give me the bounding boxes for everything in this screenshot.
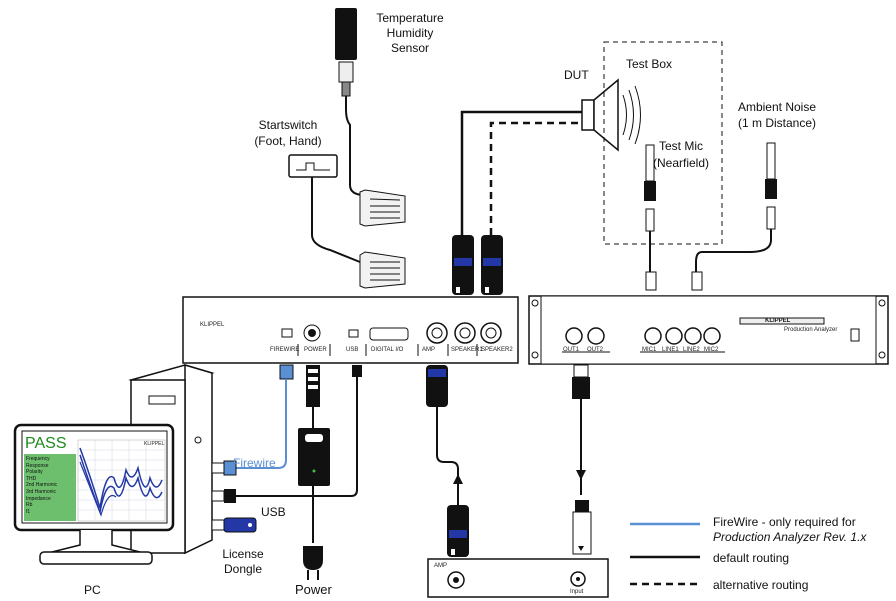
- screen-test-item: THD: [26, 475, 37, 482]
- legend-default-text: default routing: [713, 551, 790, 565]
- port-label-mic1: MIC1: [642, 347, 657, 353]
- screen-test-item: Rb: [26, 502, 33, 509]
- ambient-mic-icon: [691, 142, 777, 291]
- sensor-label-line2: Humidity: [386, 26, 434, 40]
- sensor-label-line3: Sensor: [390, 41, 430, 55]
- port-label-mic2: MIC2: [704, 347, 719, 353]
- test-mic-icon: [644, 144, 657, 291]
- temperature-sensor-icon: [335, 8, 366, 196]
- sensor-label: Temperature Humidity Sensor: [360, 11, 460, 55]
- port-label-out1: OUT1: [563, 347, 580, 353]
- license-label-line1: License: [222, 547, 264, 561]
- speakon-connector-1: [452, 235, 474, 295]
- port-label-line2: LINE2: [683, 347, 700, 353]
- speakon-connector-2: [481, 235, 503, 295]
- pc-firewire-plug: [211, 460, 237, 476]
- license-dongle-label: License Dongle: [208, 547, 278, 576]
- test-mic-label-line1: Test Mic: [658, 139, 703, 153]
- screen-test-list: Frequency Response Polarity THD 2nd Harm…: [26, 456, 57, 515]
- ambient-label-line1: Ambient Noise: [737, 100, 817, 114]
- port-label-digital-io: DIGITAL I/O: [371, 347, 404, 353]
- ambient-label: Ambient Noise (1 m Distance): [727, 100, 827, 130]
- legend-firewire-line2: Production Analyzer Rev. 1.x: [713, 530, 867, 544]
- screen-test-item: Frequency: [26, 456, 50, 462]
- port-label-firewire: FIREWIRE: [270, 347, 300, 353]
- firewire-label: Firewire: [233, 456, 276, 470]
- screen-test-item: Impedance: [26, 495, 51, 502]
- amp-cable: [426, 365, 469, 557]
- license-dongle-icon: [211, 517, 257, 533]
- test-mic-label-line2: (Nearfield): [652, 156, 709, 170]
- monitor-icon: [13, 423, 175, 565]
- port-label-usb: USB: [346, 347, 359, 353]
- test-box-frame: [603, 41, 723, 245]
- ambient-label-line2: (1 m Distance): [737, 116, 817, 130]
- rack-model: Production Analyzer: [784, 327, 838, 333]
- amp-box-title: AMP: [434, 563, 448, 569]
- usb-label: USB: [261, 505, 286, 519]
- db-connector-upper: [359, 189, 406, 227]
- legend-alternative-text: alternative routing: [713, 578, 809, 592]
- amp-box: [427, 558, 609, 598]
- port-label-speaker1: SPEAKER1: [451, 347, 483, 353]
- port-label-out2: OUT2: [587, 347, 604, 353]
- dut-label: DUT: [564, 68, 589, 82]
- screen-test-item: 2nd Harmonic: [26, 482, 58, 489]
- sensor-label-line1: Temperature: [376, 11, 444, 25]
- port-label-amp: AMP: [422, 347, 436, 353]
- xlr-plug-rack: [572, 364, 592, 555]
- test-box-label: Test Box: [626, 57, 673, 71]
- license-label-line2: Dongle: [223, 562, 263, 576]
- rack-brand: KLIPPEL: [765, 318, 791, 324]
- pc-usb-plug: [211, 489, 236, 503]
- legend-firewire-line1: FireWire - only required for: [713, 515, 856, 529]
- firewire-cable: [232, 364, 294, 469]
- startswitch-label: Startswitch (Foot, Hand): [238, 118, 338, 148]
- test-mic-label: Test Mic (Nearfield): [646, 139, 716, 170]
- screen-pass-status: PASS: [25, 435, 67, 452]
- amp-box-input: Input: [570, 589, 584, 595]
- port-label-speaker2: SPEAKER2: [481, 347, 513, 353]
- power-cable: [298, 365, 330, 580]
- port-label-power: POWER: [304, 347, 327, 353]
- startswitch-label-line2: (Foot, Hand): [254, 134, 322, 148]
- screen-test-item: Response: [26, 462, 49, 469]
- screen-test-item: 3rd Harmonic: [26, 488, 57, 495]
- usb-cable: [234, 365, 362, 497]
- startswitch-icon: [288, 154, 361, 263]
- startswitch-label-line1: Startswitch: [258, 118, 318, 132]
- screen-test-item: Polarity: [26, 469, 43, 476]
- dut-speaker-icon: [581, 78, 641, 152]
- power-label: Power: [295, 582, 332, 597]
- front-panel-brand: KLIPPEL: [200, 322, 225, 328]
- screen-test-item: f1: [26, 508, 31, 515]
- pc-label: PC: [84, 583, 101, 597]
- rack-unit: [528, 295, 889, 365]
- screen-brand: KLIPPEL: [144, 441, 165, 447]
- db-connector-lower: [359, 251, 406, 289]
- port-label-line1: LINE1: [662, 347, 679, 353]
- legend-firewire-text: FireWire - only required for Production …: [713, 515, 866, 544]
- front-panel-unit: [182, 296, 519, 364]
